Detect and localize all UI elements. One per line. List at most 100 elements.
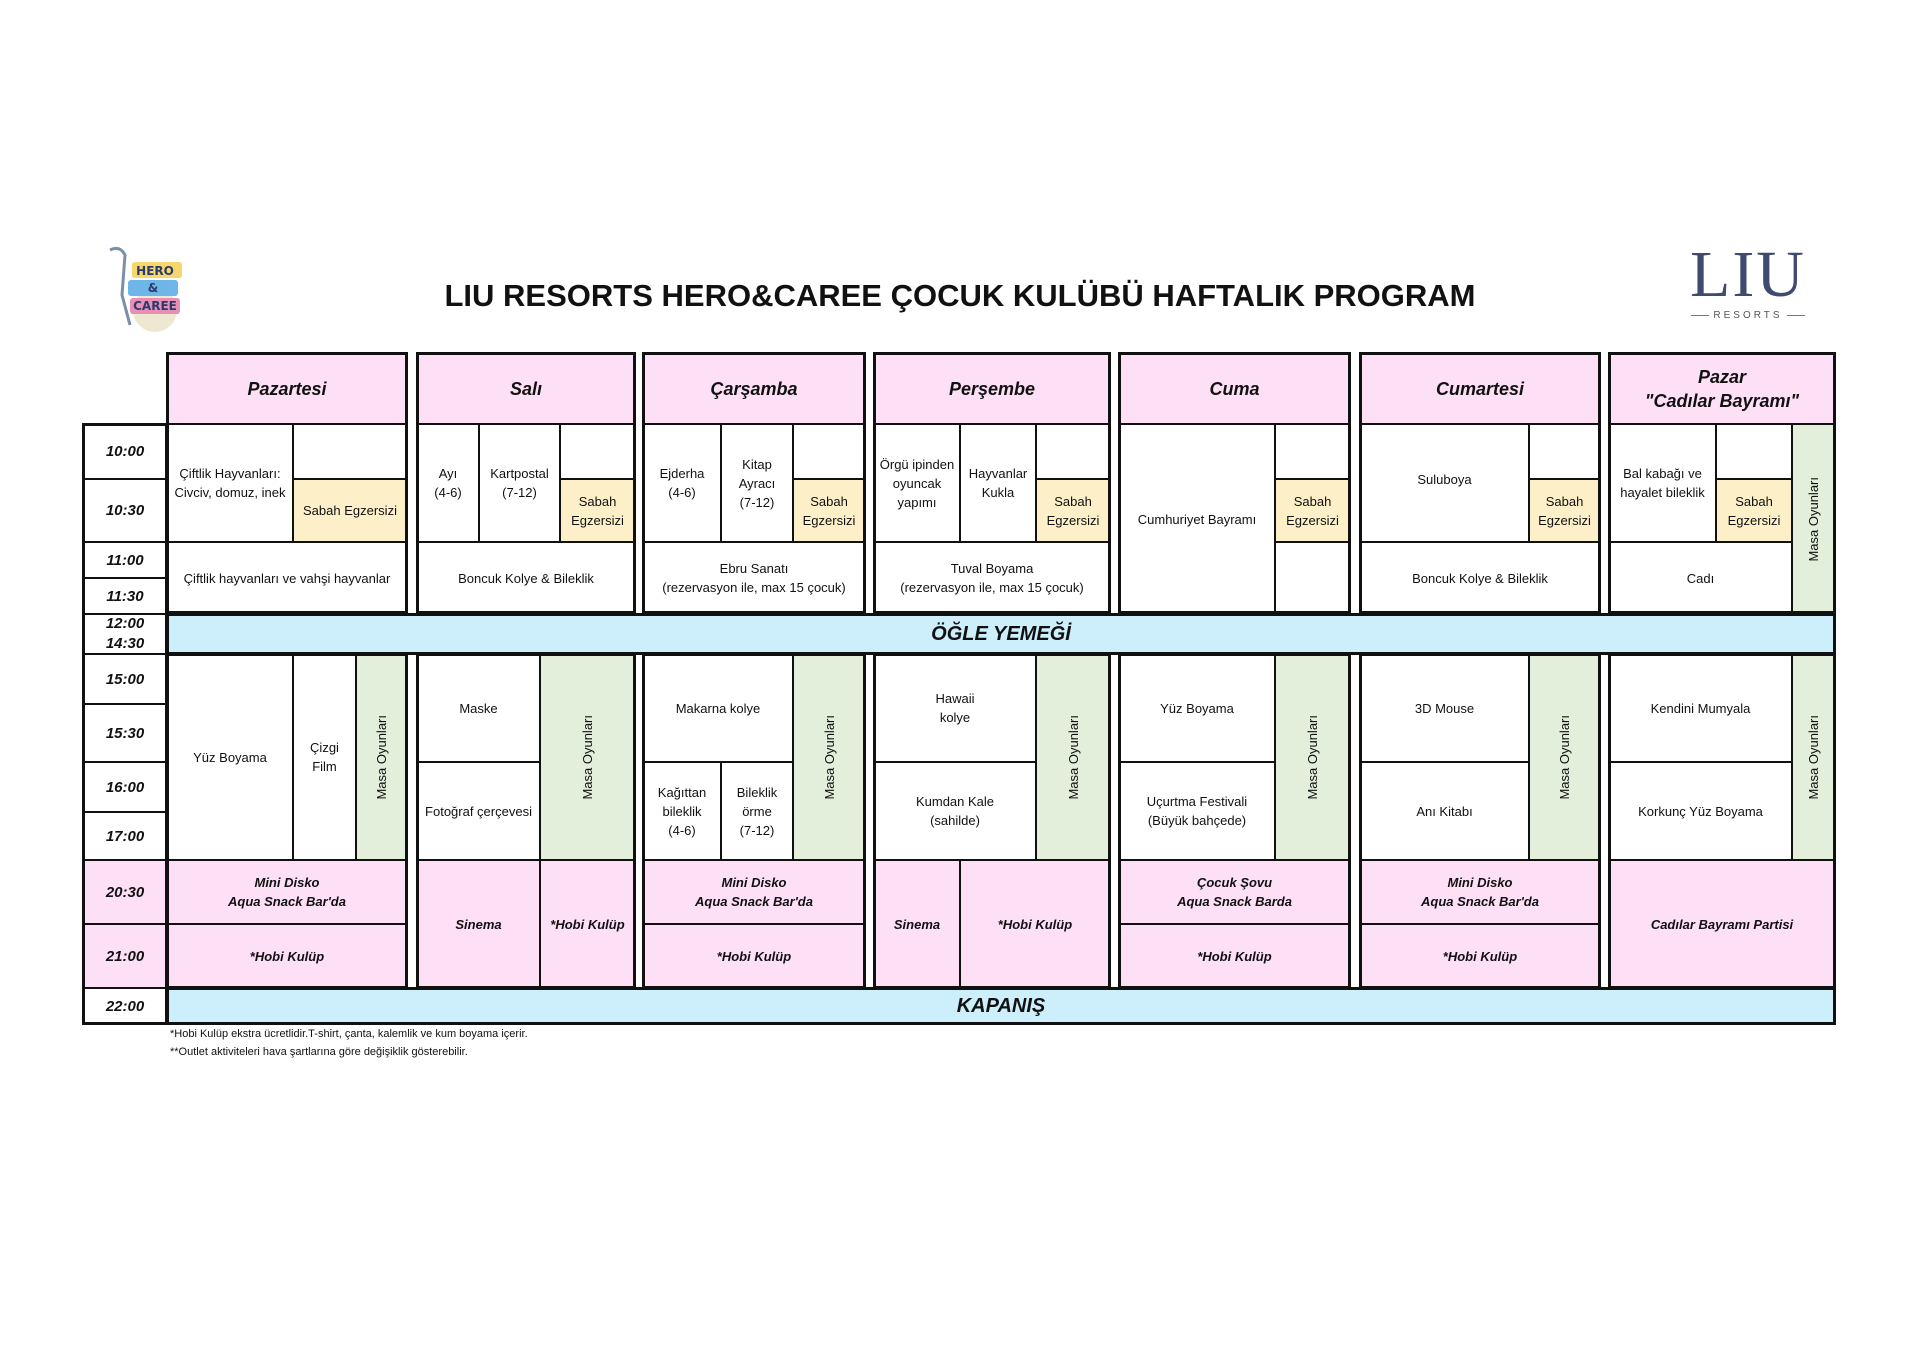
carsamba-morning1b: Kitap Ayracı (7-12): [721, 424, 793, 542]
cumartesi-evening2: *Hobi Kulüp: [1360, 924, 1600, 988]
pazar-sabah-egzersizi: Sabah Egzersizi: [1716, 479, 1792, 542]
carsamba-evening2: *Hobi Kulüp: [643, 924, 865, 988]
pazartesi-empty-1000: [293, 424, 407, 479]
time-1530: 15:30: [83, 704, 167, 762]
carsamba-masa-oyunlari-label: Masa Oyunları: [821, 714, 837, 800]
time-1000: 10:00: [83, 424, 167, 479]
day-header-pazar: Pazar "Cadılar Bayramı": [1609, 353, 1835, 424]
time-1600: 16:00: [83, 762, 167, 812]
carsamba-morning1a: Ejderha (4-6): [643, 424, 721, 542]
persembe-hobi-kulup: *Hobi Kulüp: [960, 860, 1110, 988]
carsamba-masa-oyunlari: Masa Oyunları: [793, 654, 865, 860]
sali-hobi-kulup: *Hobi Kulüp: [540, 860, 635, 988]
cumartesi-masa-oyunlari: Masa Oyunları: [1529, 654, 1600, 860]
day-header-pazartesi: Pazartesi: [167, 353, 407, 424]
carsamba-afternoon2b: Bileklik örme (7-12): [721, 762, 793, 860]
liu-resorts-logo: LIU RESORTS: [1688, 240, 1808, 340]
cuma-afternoon2: Uçurtma Festivali (Büyük bahçede): [1119, 762, 1275, 860]
carsamba-sabah-egzersizi: Sabah Egzersizi: [793, 479, 865, 542]
cumartesi-masa-oyunlari-label: Masa Oyunları: [1557, 714, 1572, 800]
svg-text:&: &: [148, 281, 158, 295]
cuma-afternoon1: Yüz Boyama: [1119, 654, 1275, 762]
time-1030: 10:30: [83, 479, 167, 542]
time-1700: 17:00: [83, 812, 167, 860]
pazartesi-evening1: Mini Disko Aqua Snack Bar'da: [167, 860, 407, 924]
pazartesi-masa-oyunlari: Masa Oyunları: [356, 654, 407, 860]
carsamba-afternoon2a: Kağıttan bileklik (4-6): [643, 762, 721, 860]
persembe-afternoon2: Kumdan Kale (sahilde): [874, 762, 1036, 860]
sali-masa-oyunlari: Masa Oyunları: [540, 654, 635, 860]
cuma-masa-oyunlari-label: Masa Oyunları: [1305, 714, 1320, 800]
time-1430: 14:30: [105, 635, 145, 652]
pazartesi-morning1: Çiftlik Hayvanları: Civciv, domuz, inek: [167, 424, 293, 542]
sali-afternoon2: Fotoğraf çerçevesi: [417, 762, 540, 860]
closing-band: KAPANIŞ: [167, 988, 1835, 1024]
persembe-masa-oyunlari: Masa Oyunları: [1036, 654, 1110, 860]
sali-afternoon1: Maske: [417, 654, 540, 762]
liu-brand-text: LIU: [1690, 238, 1806, 311]
pazar-empty-1000: [1716, 424, 1792, 479]
cumartesi-empty-1000: [1529, 424, 1600, 479]
footnote-1: *Hobi Kulüp ekstra ücretlidir.T-shirt, ç…: [170, 1028, 528, 1040]
pazar-afternoon1: Kendini Mumyala: [1609, 654, 1792, 762]
cuma-empty-1000: [1275, 424, 1350, 479]
pazartesi-masa-oyunlari-label: Masa Oyunları: [374, 714, 389, 800]
sali-sabah-egzersizi: Sabah Egzersizi: [560, 479, 635, 542]
cuma-sabah-egzersizi: Sabah Egzersizi: [1275, 479, 1350, 542]
time-1500: 15:00: [83, 654, 167, 704]
pazar-masa-oyunlari-morning: Masa Oyunları: [1792, 424, 1835, 614]
day-header-cumartesi: Cumartesi: [1360, 353, 1600, 424]
time-1200-1430: 12:00 14:30: [83, 614, 167, 654]
pazartesi-evening2: *Hobi Kulüp: [167, 924, 407, 988]
liu-sub-text: RESORTS: [1713, 310, 1783, 321]
pazartesi-afternoon2: Çizgi Film: [293, 654, 356, 860]
day-header-carsamba: Çarşamba: [643, 353, 865, 424]
sali-sinema: Sinema: [417, 860, 540, 988]
carsamba-empty-1000: [793, 424, 865, 479]
persembe-morning1a: Örgü ipinden oyuncak yapımı: [874, 424, 960, 542]
persembe-morning2: Tuval Boyama (rezervasyon ile, max 15 ço…: [874, 542, 1110, 614]
cuma-evening2: *Hobi Kulüp: [1119, 924, 1350, 988]
pazar-masa-oyunlari-afternoon-label: Masa Oyunları: [1806, 714, 1821, 800]
time-1200: 12:00: [105, 615, 145, 632]
cumartesi-afternoon1: 3D Mouse: [1360, 654, 1529, 762]
persembe-afternoon1: Hawaii kolye: [874, 654, 1036, 762]
pazar-afternoon2: Korkunç Yüz Boyama: [1609, 762, 1792, 860]
pazartesi-morning2: Çiftlik hayvanları ve vahşi hayvanlar: [167, 542, 407, 614]
cuma-empty-1100: [1275, 542, 1350, 614]
cuma-morning: Cumhuriyet Bayramı: [1119, 424, 1275, 614]
persembe-morning1b: Hayvanlar Kukla: [960, 424, 1036, 542]
persembe-masa-oyunlari-label: Masa Oyunları: [1065, 714, 1081, 800]
carsamba-evening1: Mini Disko Aqua Snack Bar'da: [643, 860, 865, 924]
pazar-morning1: Bal kabağı ve hayalet bileklik: [1609, 424, 1716, 542]
sali-morning2: Boncuk Kolye & Bileklik: [417, 542, 635, 614]
cumartesi-afternoon2: Anı Kitabı: [1360, 762, 1529, 860]
sali-empty-1000: [560, 424, 635, 479]
cumartesi-morning2: Boncuk Kolye & Bileklik: [1360, 542, 1600, 614]
svg-text:CAREE: CAREE: [133, 299, 177, 313]
cuma-masa-oyunlari: Masa Oyunları: [1275, 654, 1350, 860]
day-header-sali: Salı: [417, 353, 635, 424]
footnote-2: **Outlet aktiviteleri hava şartlarına gö…: [170, 1046, 468, 1058]
persembe-sinema: Sinema: [874, 860, 960, 988]
svg-text:HERO: HERO: [136, 264, 174, 278]
time-1100: 11:00: [83, 542, 167, 578]
pazar-masa-oyunlari-morning-label: Masa Oyunları: [1806, 476, 1821, 562]
persembe-sabah-egzersizi: Sabah Egzersizi: [1036, 479, 1110, 542]
day-header-cuma: Cuma: [1119, 353, 1350, 424]
pazar-masa-oyunlari-afternoon: Masa Oyunları: [1792, 654, 1835, 860]
hero-caree-logo: HERO & CAREE: [100, 240, 200, 340]
cumartesi-sabah-egzersizi: Sabah Egzersizi: [1529, 479, 1600, 542]
pazar-morning2: Cadı: [1609, 542, 1792, 614]
time-2030: 20:30: [83, 860, 167, 924]
sali-morning1b: Kartpostal (7-12): [479, 424, 560, 542]
persembe-empty-1000: [1036, 424, 1110, 479]
time-2100: 21:00: [83, 924, 167, 988]
day-header-persembe: Perşembe: [874, 353, 1110, 424]
time-2200: 22:00: [83, 988, 167, 1024]
pazartesi-sabah-egzersizi: Sabah Egzersizi: [293, 479, 407, 542]
lunch-band: ÖĞLE YEMEĞİ: [167, 614, 1835, 654]
kids-club-logo-icon: HERO & CAREE: [109, 246, 182, 332]
carsamba-afternoon1: Makarna kolye: [643, 654, 793, 762]
pazartesi-afternoon1: Yüz Boyama: [167, 654, 293, 860]
